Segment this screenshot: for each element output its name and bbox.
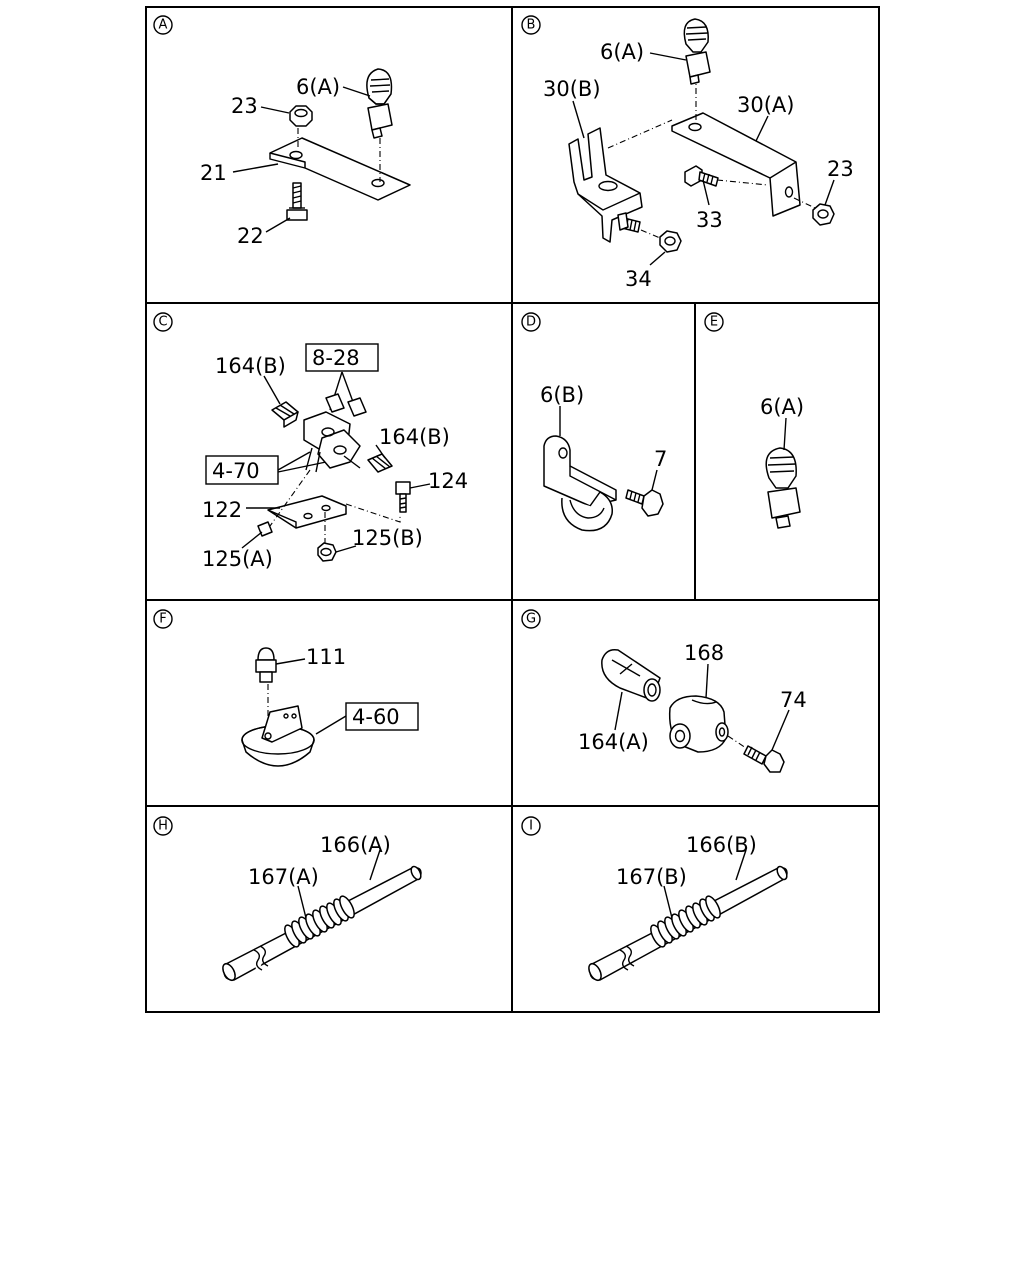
label-30b: 30(B) (543, 77, 601, 101)
ref-box-8-28 (305, 343, 379, 372)
grid-frame (145, 6, 880, 1013)
panel-letter-c: C (158, 315, 167, 330)
panel-letter-g: G (526, 612, 536, 627)
panel-h: H 166(A) 167(A) (153, 816, 422, 982)
label-7: 7 (654, 447, 667, 471)
panel-letter-i: I (529, 819, 533, 834)
label-34: 34 (625, 267, 652, 291)
label-164a: 164(A) (578, 730, 649, 754)
label-23: 23 (231, 94, 258, 118)
panel-c: C 8-28 4-70 (153, 312, 468, 571)
label-166a: 166(A) (320, 833, 391, 857)
panel-letter-e: E (710, 315, 718, 330)
label-30a: 30(A) (737, 93, 794, 117)
label-6a: 6(A) (600, 40, 644, 64)
label-166b: 166(B) (686, 833, 757, 857)
panel-i: I 166(B) 167(B) (521, 816, 788, 982)
label-164b-top: 164(B) (215, 354, 286, 378)
label-167a: 167(A) (248, 865, 319, 889)
panel-b: B (521, 15, 854, 291)
label-6a: 6(A) (760, 395, 804, 419)
panel-e: E 6(A) (704, 312, 804, 529)
ref-label-8-28: 8-28 (312, 346, 360, 370)
label-21: 21 (200, 161, 227, 185)
label-111: 111 (306, 645, 346, 669)
label-6b: 6(B) (540, 383, 584, 407)
ref-label-4-60: 4-60 (352, 705, 400, 729)
label-122: 122 (202, 498, 242, 522)
panel-d: D 6(B) 7 (521, 312, 667, 532)
label-74: 74 (780, 688, 807, 712)
spring-167b (650, 895, 721, 948)
label-6a: 6(A) (296, 75, 340, 99)
label-33: 33 (696, 208, 723, 232)
label-164b-right: 164(B) (379, 425, 450, 449)
panel-letter-h: H (158, 819, 168, 834)
label-125a: 125(A) (202, 547, 273, 571)
panel-letter-b: B (527, 18, 536, 33)
panel-f: F 4-60 111 (153, 609, 419, 767)
panel-letter-a: A (159, 18, 168, 33)
panel-g: G 168 74 164(A) (521, 609, 807, 773)
spring-167a (284, 895, 355, 948)
label-168: 168 (684, 641, 724, 665)
label-23: 23 (827, 157, 854, 181)
panel-letter-f: F (159, 612, 166, 627)
panel-a: A 23 6(A) 21 22 (153, 15, 411, 248)
label-125b: 125(B) (352, 526, 423, 550)
label-167b: 167(B) (616, 865, 687, 889)
ref-label-4-70: 4-70 (212, 459, 260, 483)
label-124: 124 (428, 469, 468, 493)
panel-letter-d: D (526, 315, 536, 330)
label-22: 22 (237, 224, 264, 248)
